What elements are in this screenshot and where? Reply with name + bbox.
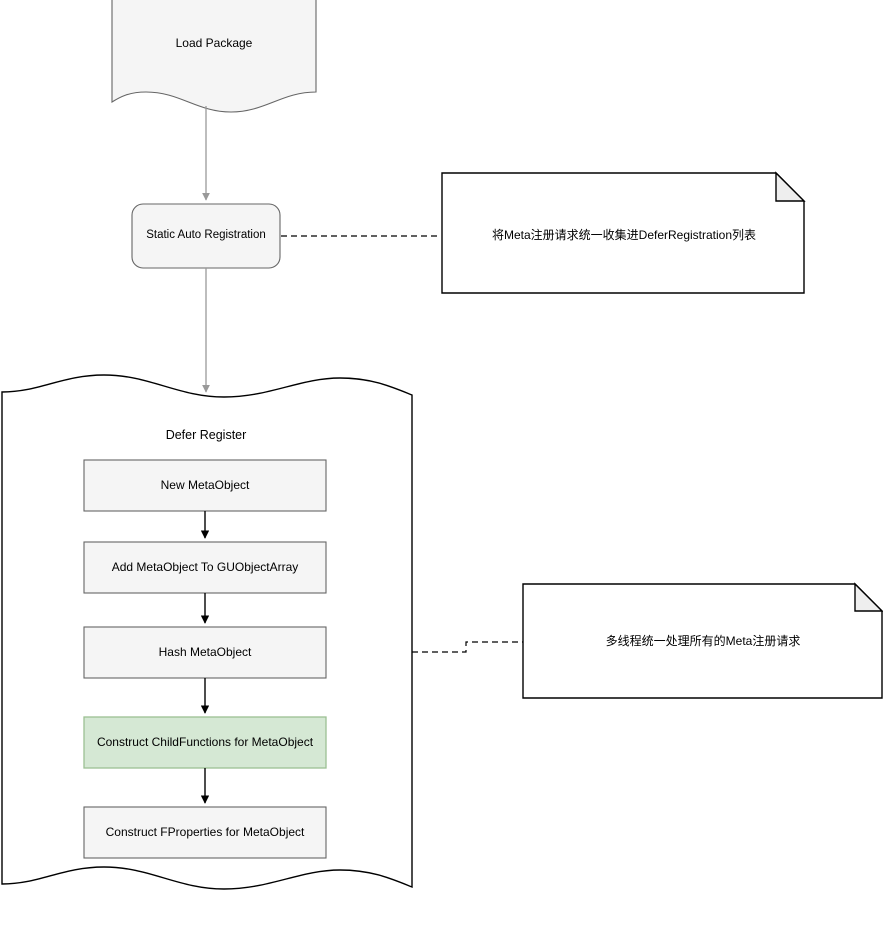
note-defer-registration-node[interactable]	[442, 173, 804, 293]
note-multithread-shape[interactable]	[522, 583, 883, 699]
load-package-node[interactable]	[112, 0, 316, 108]
note-multithread-node[interactable]	[523, 584, 882, 698]
step-box-3[interactable]	[83, 626, 327, 679]
step-box-4[interactable]	[83, 716, 327, 769]
note-defer-registration-fold	[775, 171, 806, 202]
note-multithread-fold	[854, 582, 883, 612]
step-box-2[interactable]	[83, 541, 327, 594]
step-box-5[interactable]	[83, 806, 327, 859]
note-defer-registration-shape[interactable]	[441, 172, 805, 294]
edge-container-to-note2	[412, 641, 523, 653]
load-package-shape[interactable]	[111, 0, 317, 113]
step-box-1[interactable]	[83, 459, 327, 512]
static-auto-registration-node[interactable]	[132, 204, 280, 268]
